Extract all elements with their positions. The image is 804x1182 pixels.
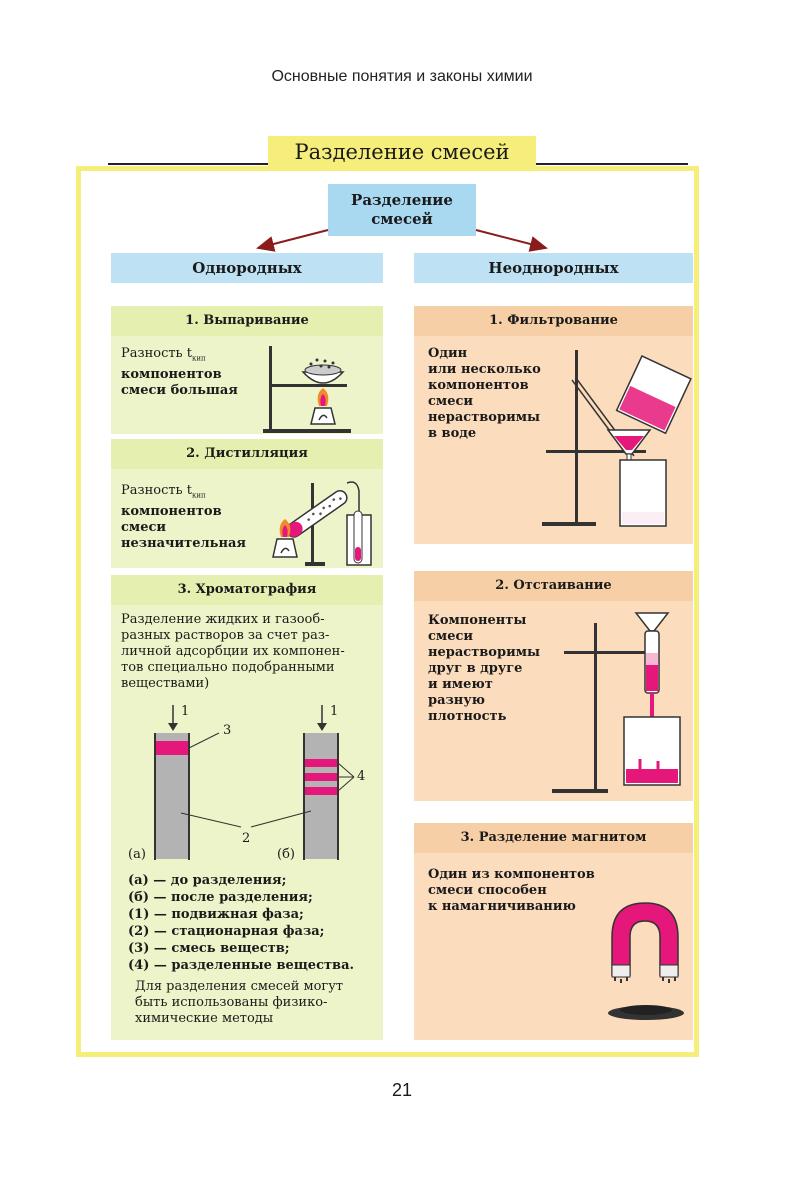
distillation-line-1: Разность t xyxy=(121,483,192,498)
chromatography-desc-line-2: разных растворов за счет раз- xyxy=(121,628,330,643)
page-title: Разделение смесей xyxy=(268,136,536,166)
root-label-line2: смесей xyxy=(371,210,433,228)
legend-line-4: (2) — стационарная фаза; xyxy=(128,924,325,939)
filtration-line-3: компонентов xyxy=(428,378,529,393)
chromatography-diagram xyxy=(154,705,355,860)
distillation-line-2: компонентов xyxy=(121,503,222,519)
label-b: (б) xyxy=(277,847,295,862)
root-arrows xyxy=(256,229,548,252)
chromatography-legend: (а) — до разделения; (б) — после разделе… xyxy=(128,872,354,974)
legend-line-1: (а) — до разделения; xyxy=(128,873,287,888)
settling-title: 2. Отстаивание xyxy=(414,571,693,601)
chromatography-title: 3. Хроматография xyxy=(111,575,383,605)
root-box: Разделение смесей xyxy=(328,184,476,236)
label-a: (а) xyxy=(128,847,146,862)
panel-evaporation: 1. Выпаривание Разность tкип компонентов… xyxy=(111,306,383,434)
note-line-1: Для разделения смесей могут xyxy=(135,979,344,994)
settling-line-3: нерастворимы xyxy=(428,645,541,660)
distillation-subscript: кип xyxy=(192,491,206,500)
distillation-line-3: смеси xyxy=(121,519,167,535)
root-label-line1: Разделение xyxy=(351,191,453,209)
chromatography-desc-line-1: Разделение жидких и газооб- xyxy=(121,612,325,627)
filtration-line-4: смеси xyxy=(428,394,474,409)
magnet-illustration xyxy=(608,902,684,1020)
label-1a: 1 xyxy=(181,704,190,719)
note-line-2: быть использованы физико- xyxy=(135,995,328,1010)
evaporation-apparatus xyxy=(263,346,351,433)
distillation-apparatus xyxy=(272,481,372,566)
magnetic-line-3: к намагничиванию xyxy=(428,899,576,914)
chromatography-desc-line-4: тов специально подобранными xyxy=(121,660,335,675)
filtration-apparatus xyxy=(542,350,692,527)
label-4: 4 xyxy=(357,769,366,784)
chromatography-description: Разделение жидких и газооб- разных раств… xyxy=(121,612,345,692)
arrow-right xyxy=(475,229,548,252)
settling-apparatus xyxy=(552,612,681,793)
evaporation-line-2: компонентов xyxy=(121,366,222,382)
settling-text: Компоненты смеси нерастворимы друг в дру… xyxy=(428,613,540,725)
category-homogeneous: Однородных xyxy=(111,253,383,283)
evaporation-title: 1. Выпаривание xyxy=(111,306,383,336)
filtration-title: 1. Фильтрование xyxy=(414,306,693,336)
magnetic-line-2: смеси способен xyxy=(428,883,547,898)
magnetic-line-1: Один из компонентов xyxy=(428,867,595,882)
arrow-left xyxy=(256,229,329,252)
category-heterogeneous: Неоднородных xyxy=(414,253,693,283)
filtration-line-6: в воде xyxy=(428,426,477,441)
evaporation-line-1: Разность t xyxy=(121,346,192,361)
settling-line-6: разную xyxy=(428,693,485,708)
filtration-text: Один или несколько компонентов смеси нер… xyxy=(428,346,541,442)
distillation-line-4: незначительная xyxy=(121,535,247,551)
yellow-frame xyxy=(76,166,699,1057)
panel-settling: 2. Отстаивание Компоненты смеси нераство… xyxy=(414,571,693,801)
note-line-3: химические методы xyxy=(135,1011,274,1026)
evaporation-subscript: кип xyxy=(192,354,206,363)
panel-magnetic: 3. Разделение магнитом Один из компонент… xyxy=(414,823,693,1040)
magnetic-title: 3. Разделение магнитом xyxy=(414,823,693,853)
label-3: 3 xyxy=(223,723,232,738)
page-number: 21 xyxy=(391,1080,413,1100)
chromatography-note: Для разделения смесей могут быть использ… xyxy=(135,979,343,1027)
legend-line-6: (4) — разделенные вещества. xyxy=(128,958,355,973)
magnetic-text: Один из компонентов смеси способен к нам… xyxy=(428,867,595,915)
filtration-line-2: или несколько xyxy=(428,362,541,377)
running-header: Основные понятия и законы химии xyxy=(271,68,533,85)
legend-line-3: (1) — подвижная фаза; xyxy=(128,907,304,922)
settling-line-1: Компоненты xyxy=(428,613,527,628)
chromatography-desc-line-3: личной адсорбции их компонен- xyxy=(121,644,345,659)
distillation-text: Разность tкип компонентов смеси незначит… xyxy=(121,483,246,552)
legend-line-5: (3) — смесь веществ; xyxy=(128,941,290,956)
panel-chromatography: 3. Хроматография Разделение жидких и газ… xyxy=(111,575,383,1040)
settling-line-5: и имеют xyxy=(428,677,493,692)
settling-line-7: плотность xyxy=(428,709,507,724)
chromatography-desc-line-5: веществами) xyxy=(121,676,210,691)
settling-line-4: друг в друге xyxy=(428,661,523,676)
filtration-line-5: нерастворимы xyxy=(428,410,541,425)
panel-distillation: 2. Дистилляция Разность tкип компонентов… xyxy=(111,439,383,568)
label-1b: 1 xyxy=(330,704,339,719)
panel-filtration: 1. Фильтрование Один или несколько компо… xyxy=(414,306,693,544)
distillation-title: 2. Дистилляция xyxy=(111,439,383,469)
label-2: 2 xyxy=(242,831,251,846)
evaporation-line-3: смеси большая xyxy=(121,382,238,398)
filtration-line-1: Один xyxy=(428,346,468,361)
settling-line-2: смеси xyxy=(428,629,474,644)
legend-line-2: (б) — после разделения; xyxy=(128,890,313,905)
evaporation-text: Разность tкип компонентов смеси большая xyxy=(121,346,238,399)
